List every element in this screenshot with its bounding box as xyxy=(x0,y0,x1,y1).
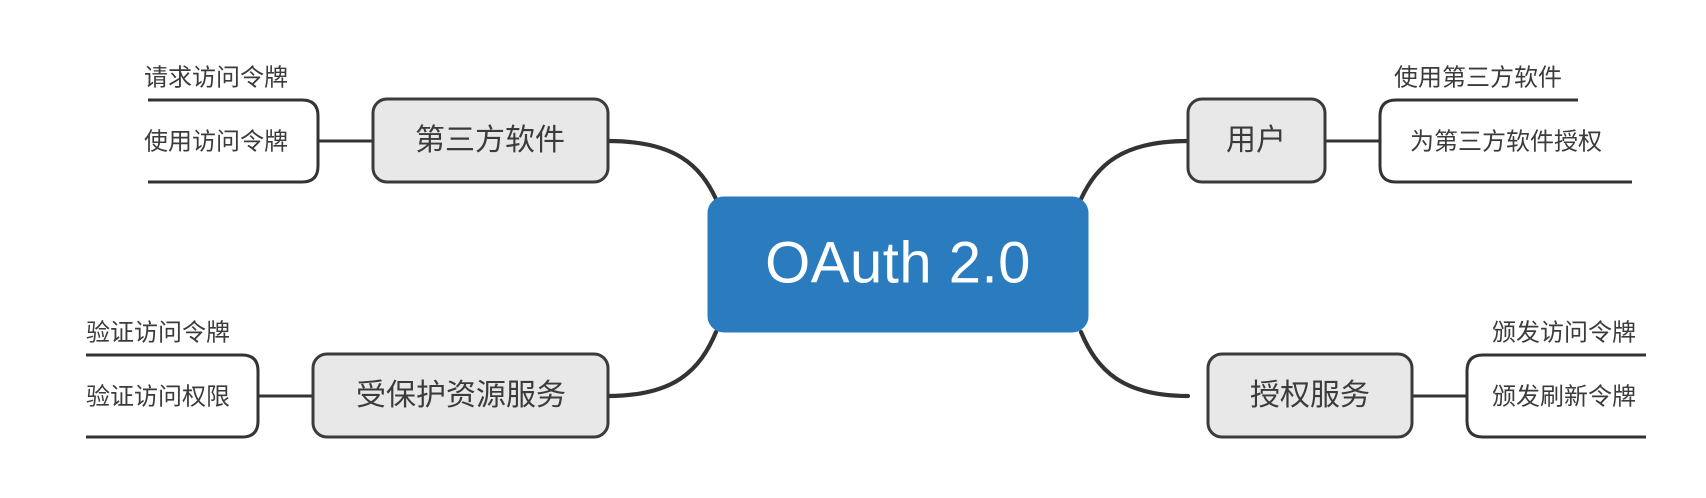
root-node-label: OAuth 2.0 xyxy=(765,230,1031,295)
root-node-box[interactable] xyxy=(707,196,1089,333)
leaf-group-user: 使用第三方软件 为第三方软件授权 xyxy=(1378,64,1632,184)
leaf-outline-third-party-software xyxy=(148,98,320,184)
root-node[interactable]: OAuth 2.0 xyxy=(707,196,1089,333)
branch-authorization-service[interactable]: 授权服务 xyxy=(1206,352,1467,439)
leaf-label-request-access-token[interactable]: 请求访问令牌 xyxy=(144,64,288,91)
leaf-label-verify-access-token[interactable]: 验证访问令牌 xyxy=(86,319,230,346)
leaf-label-authorize-third-party-software[interactable]: 为第三方软件授权 xyxy=(1410,128,1602,155)
leaf-label-issue-access-token[interactable]: 颁发访问令牌 xyxy=(1492,319,1636,346)
branch-user[interactable]: 用户 xyxy=(1186,97,1380,184)
leaf-label-use-third-party-software[interactable]: 使用第三方软件 xyxy=(1394,64,1562,91)
branch-protected-resource-service[interactable]: 受保护资源服务 xyxy=(258,352,610,439)
leaf-group-protected-resource-service: 验证访问令牌 验证访问权限 xyxy=(86,319,260,439)
leaf-group-authorization-service: 颁发访问令牌 颁发刷新令牌 xyxy=(1465,319,1646,439)
leaf-label-issue-refresh-token[interactable]: 颁发刷新令牌 xyxy=(1492,383,1636,410)
leaf-label-verify-access-permission[interactable]: 验证访问权限 xyxy=(86,383,230,410)
leaf-group-third-party-software: 请求访问令牌 使用访问令牌 xyxy=(144,64,320,184)
branch-node-box-user[interactable] xyxy=(1186,97,1327,184)
branch-node-box-third-party-software[interactable] xyxy=(371,97,610,184)
leaf-label-use-access-token[interactable]: 使用访问令牌 xyxy=(144,128,288,155)
leaf-outline-user xyxy=(1378,98,1632,184)
branch-node-label-third-party-software: 第三方软件 xyxy=(415,124,565,157)
leaf-outline-authorization-service xyxy=(1465,353,1646,439)
branch-third-party-software[interactable]: 第三方软件 xyxy=(318,97,610,184)
connector-protected-resource-service xyxy=(605,329,719,399)
branch-node-label-protected-resource-service: 受保护资源服务 xyxy=(356,379,566,412)
connector-user xyxy=(1078,138,1191,202)
connector-third-party-software xyxy=(605,138,719,202)
branch-node-box-authorization-service[interactable] xyxy=(1206,352,1414,439)
branch-connectors xyxy=(605,138,1191,399)
branch-node-label-user: 用户 xyxy=(1226,124,1286,157)
branch-node-label-authorization-service: 授权服务 xyxy=(1250,379,1370,412)
connector-authorization-service xyxy=(1078,329,1191,399)
branch-node-box-protected-resource-service[interactable] xyxy=(311,352,610,439)
leaf-outline-protected-resource-service xyxy=(86,353,260,439)
